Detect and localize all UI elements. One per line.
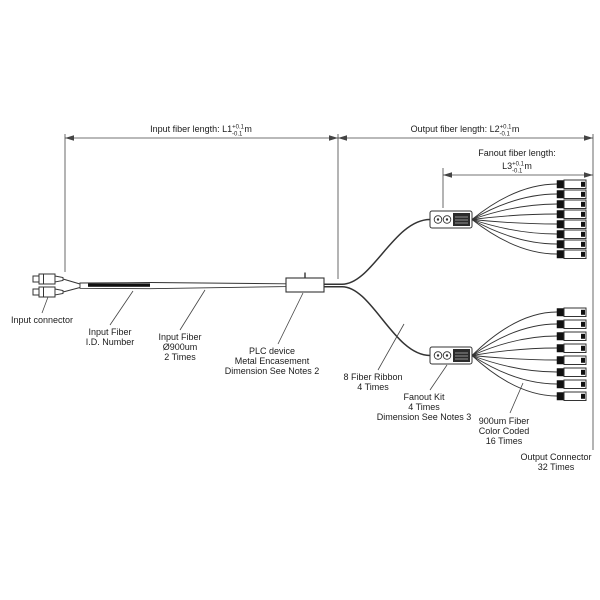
fanout-fiber [471, 355, 558, 385]
fanout-kit [429, 210, 473, 229]
fanout-fiber [471, 219, 558, 245]
output-connector [556, 209, 587, 219]
fanout-fiber [471, 311, 558, 356]
output-connector [556, 343, 587, 353]
fanout-fiber [471, 355, 558, 373]
label-900um-fiber: 900um Fiber [479, 416, 530, 426]
dimension-l3-text: L3+0.1-0.1m [502, 161, 532, 175]
output-connector [556, 179, 587, 189]
leader-fiber-ribbon [377, 323, 405, 371]
dimension-l3-title: Fanout fiber length: [478, 148, 556, 158]
leader-input-fiber [179, 289, 206, 331]
fanout-kit [429, 346, 473, 365]
fanout-fiber [471, 219, 558, 255]
fanout-fibers-lower [471, 311, 558, 397]
label-fanout-kit: 4 Times [408, 402, 440, 412]
input-cable [79, 282, 287, 290]
output-connector [556, 229, 587, 239]
arrow-right-icon [584, 135, 593, 141]
label-input-fiber-id: Input Fiber [88, 327, 131, 337]
label-fiber-ribbon: 4 Times [357, 382, 389, 392]
id-label-band [88, 283, 150, 287]
leader-fanout-kit [429, 364, 448, 391]
label-plc-device: Metal Encasement [235, 356, 310, 366]
callout-labels: Input connector Input Fiber I.D. Number … [11, 315, 592, 472]
fanout-fiber [471, 183, 558, 220]
label-plc-device: Dimension See Notes 2 [225, 366, 320, 376]
leader-lines [41, 289, 524, 414]
arrow-right-icon [584, 172, 593, 178]
output-connector [556, 239, 587, 249]
output-connector [556, 367, 587, 377]
fanout-fibers-upper [471, 183, 558, 255]
output-connector [556, 249, 587, 259]
label-900um-fiber: 16 Times [486, 436, 523, 446]
output-connector [556, 355, 587, 365]
input-connector [32, 286, 64, 298]
input-connectors [32, 273, 81, 298]
leader-900um-fiber [509, 382, 524, 414]
fanout-fiber [471, 219, 558, 225]
label-fanout-kit: Dimension See Notes 3 [377, 412, 472, 422]
fanout-fiber [471, 323, 558, 356]
fanout-fiber [471, 213, 558, 220]
plc-body [285, 277, 325, 293]
output-connector [556, 331, 587, 341]
label-900um-fiber: Color Coded [479, 426, 530, 436]
fiber-ribbons [324, 218, 431, 357]
input-fiber-lead [62, 278, 81, 285]
label-output-connector: 32 Times [538, 462, 575, 472]
output-connectors-upper [556, 179, 587, 259]
label-input-fiber-id: I.D. Number [86, 337, 135, 347]
output-connector [556, 391, 587, 401]
fanout-fiber [471, 335, 558, 356]
fanout-fiber [471, 193, 558, 220]
label-fiber-ribbon: 8 Fiber Ribbon [343, 372, 402, 382]
output-connector [556, 319, 587, 329]
fanout-fiber [471, 203, 558, 220]
label-fanout-kit: Fanout Kit [403, 392, 445, 402]
dimension-l2 [338, 134, 594, 450]
ribbon-upper [324, 218, 431, 286]
label-output-connector: Output Connector [520, 452, 591, 462]
fanout-fiber [471, 355, 558, 397]
fanout-fiber [471, 219, 558, 235]
input-connector [32, 273, 64, 285]
dimension-l1 [64, 134, 339, 279]
label-input-fiber: Input Fiber [158, 332, 201, 342]
dimension-l2-text: Output fiber length: L2+0.1-0.1m [411, 124, 520, 138]
fanout-fiber [471, 355, 558, 361]
leader-plc-device [277, 292, 304, 345]
leader-input-connector [41, 296, 49, 314]
leader-input-fiber-id [109, 290, 134, 326]
label-input-fiber: 2 Times [164, 352, 196, 362]
output-connector [556, 307, 587, 317]
output-connector [556, 219, 587, 229]
arrow-left-icon [443, 172, 452, 178]
ribbon-lower [324, 285, 431, 357]
output-connector [556, 189, 587, 199]
label-input-fiber: Ø900um [163, 342, 198, 352]
plc-device [285, 272, 325, 293]
label-plc-device: PLC device [249, 346, 295, 356]
dimension-l1-text: Input fiber length: L1+0.1-0.1m [150, 124, 252, 138]
label-input-connector: Input connector [11, 315, 73, 325]
arrow-right-icon [329, 135, 338, 141]
fanout-fiber [471, 347, 558, 356]
output-connector [556, 199, 587, 209]
output-connectors-lower [556, 307, 587, 401]
input-fiber-lead [62, 287, 81, 293]
dimension-l3 [442, 168, 593, 208]
arrow-left-icon [65, 135, 74, 141]
output-connector [556, 379, 587, 389]
arrow-left-icon [338, 135, 347, 141]
